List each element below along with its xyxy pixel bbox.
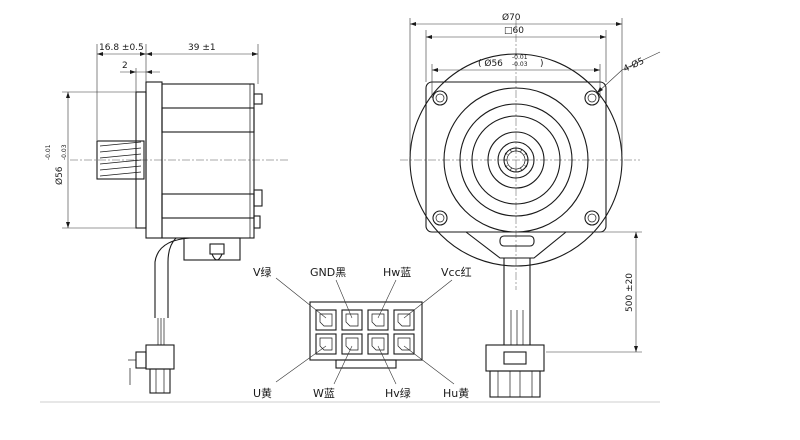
dim-outer-diameter: Ø70 bbox=[502, 12, 521, 23]
pin-label-hw: Hw蓝 bbox=[383, 266, 411, 279]
ring-5 bbox=[497, 141, 535, 179]
outer-circle bbox=[409, 53, 623, 267]
pin-label-vcc: Vcc红 bbox=[441, 266, 472, 279]
dim-pilot-group: ( Ø56 -0.01 -0.03 ) bbox=[431, 54, 601, 98]
dim-pilot-diameter-side: Ø56 bbox=[54, 166, 65, 185]
connector-pinout: V绿 GND黑 Hw蓝 Vcc红 U黄 W蓝 Hv绿 Hu黄 bbox=[253, 265, 472, 400]
dim-hole-count: 4-Ø5 bbox=[622, 56, 646, 75]
ring-1 bbox=[443, 87, 589, 233]
pin-label-hv: Hv绿 bbox=[385, 386, 411, 400]
ring-2 bbox=[459, 103, 573, 217]
connector-housing bbox=[309, 301, 423, 361]
dim-body-length: 39 ±1 bbox=[188, 43, 216, 53]
dim-square-group: □60 bbox=[425, 26, 607, 82]
pin-label-gnd: GND黑 bbox=[310, 266, 346, 279]
dim-square-size: □60 bbox=[504, 26, 524, 36]
tol-upper-side: -0.01 bbox=[45, 144, 52, 160]
connector-latch bbox=[335, 359, 397, 369]
pin-row-bottom bbox=[315, 333, 415, 355]
dim-flange-step: 2 bbox=[122, 61, 128, 71]
mounting-holes bbox=[432, 90, 600, 226]
motor-shaft bbox=[96, 140, 145, 180]
front-view: Ø70 □60 ( Ø56 -0.01 -0.03 ) bbox=[400, 12, 661, 398]
pin-leaders-top bbox=[275, 277, 453, 319]
front-cable-exit bbox=[465, 231, 567, 345]
side-view: 16.8 ±0.5 39 ±1 2 Ø56 -0.01 -0.03 bbox=[45, 43, 290, 394]
side-diameter-dimension: Ø56 -0.01 -0.03 bbox=[45, 91, 136, 229]
ring-4 bbox=[487, 131, 545, 189]
dim-pilot-diameter: ( Ø56 bbox=[478, 58, 503, 69]
pin-label-w: W蓝 bbox=[313, 387, 335, 400]
dim-cable-length: 500 ±20 bbox=[625, 273, 635, 312]
front-connector bbox=[485, 344, 545, 398]
pin-row-top bbox=[315, 309, 415, 331]
cable-gland bbox=[183, 237, 241, 261]
motor-body-side bbox=[161, 83, 263, 239]
shaft-gear bbox=[503, 147, 529, 173]
side-top-dimensions: 16.8 ±0.5 39 ±1 2 bbox=[96, 43, 259, 140]
pin-label-u: U黄 bbox=[253, 386, 272, 400]
tol-upper-front: -0.01 bbox=[512, 54, 528, 61]
ring-3 bbox=[471, 115, 561, 205]
pin-label-v: V绿 bbox=[253, 265, 272, 279]
pin-label-hu: Hu黄 bbox=[443, 386, 469, 400]
tol-lower-side: -0.03 bbox=[61, 144, 68, 160]
dim-cable-group: 500 ±20 bbox=[546, 231, 642, 353]
dim-outer-group: Ø70 bbox=[409, 12, 623, 155]
pin-leaders-bottom bbox=[275, 345, 455, 385]
cable-side bbox=[128, 237, 191, 394]
dim-pilot-close: ) bbox=[540, 59, 544, 69]
tol-lower-front: -0.03 bbox=[512, 61, 528, 68]
dim-shaft-length: 16.8 ±0.5 bbox=[99, 43, 144, 53]
